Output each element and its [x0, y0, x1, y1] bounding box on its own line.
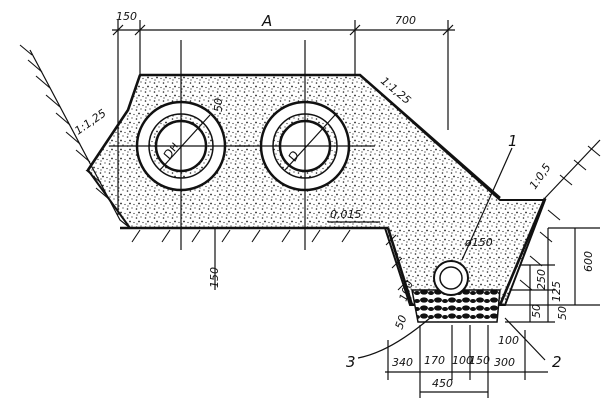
ground-right-slope — [544, 139, 601, 199]
callout-3: 3 — [346, 353, 356, 371]
ground-hatch-left — [19, 44, 111, 201]
embankment-outline — [140, 73, 501, 199]
crushed-stone-layer — [411, 289, 501, 323]
dim-depth-left: 150 — [208, 267, 221, 288]
trench-wall-right — [498, 197, 547, 306]
top-dimension-line — [112, 20, 455, 215]
leader-3 — [357, 317, 431, 359]
bottom-dimension-lines — [385, 325, 548, 398]
dim-125: 125 — [550, 281, 563, 302]
dim-50a: 50 — [530, 304, 543, 318]
pipe-right — [235, 40, 375, 250]
dim-150: 150 — [469, 354, 490, 367]
dim-100b: 100 — [452, 354, 473, 367]
callout-1: 1 — [508, 132, 518, 150]
dim-top-right: 700 — [395, 14, 416, 27]
drain-pipe-label: ø150 — [464, 236, 493, 249]
trench-wall-left — [386, 227, 414, 306]
leader-1 — [461, 147, 513, 261]
callout-2: 2 — [552, 353, 562, 371]
drain-pipe — [433, 260, 469, 296]
slope-left-label: 1:1,25 — [72, 107, 108, 138]
leader-2 — [504, 317, 546, 361]
ground-hatch-right — [385, 145, 601, 291]
dim-top-left: 150 — [116, 10, 137, 23]
dim-300: 300 — [494, 356, 515, 369]
grade-label: 0,015 — [330, 208, 362, 221]
dim-250: 250 — [535, 269, 548, 290]
dim-bottom-100: 100 — [498, 334, 519, 347]
dim-170: 170 — [424, 354, 445, 367]
dim-450: 450 — [432, 377, 453, 390]
slope-trench-label: 1:0,5 — [527, 161, 554, 192]
dim-top-span: A — [261, 12, 272, 30]
dim-340: 340 — [392, 356, 413, 369]
dim-trench-50: 50 — [393, 313, 410, 331]
pipe-left — [110, 40, 250, 250]
dim-50b: 50 — [556, 306, 569, 320]
ground-hatch-bottom — [131, 229, 351, 243]
dim-600: 600 — [582, 251, 595, 272]
right-dimension-lines — [500, 227, 600, 323]
dim-clearance: 50 — [212, 98, 225, 112]
